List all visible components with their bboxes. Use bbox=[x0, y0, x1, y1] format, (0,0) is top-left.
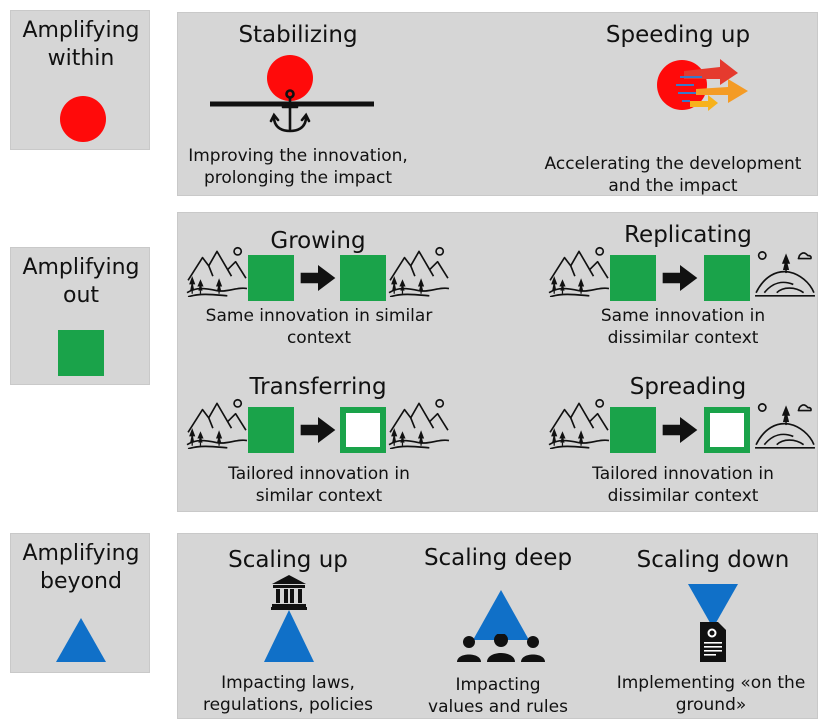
people-group-icon bbox=[457, 634, 545, 662]
arrow-right-icon bbox=[300, 265, 336, 291]
hills-icon bbox=[754, 397, 816, 449]
blue-triangle-icon bbox=[264, 610, 314, 662]
amplifying-out-panel: Amplifying out bbox=[10, 247, 150, 385]
scaling-deep-title: Scaling deep bbox=[423, 545, 573, 571]
within-panel: Stabilizing Improving the innovation, pr… bbox=[177, 12, 818, 196]
transferring-desc: Tailored innovation in similar context bbox=[228, 464, 410, 506]
green-outline-square-target bbox=[704, 407, 750, 453]
mountains-icon bbox=[186, 397, 248, 449]
green-square-source bbox=[248, 255, 294, 301]
amplifying-out-label: Amplifying out bbox=[22, 255, 140, 308]
arrow-right-icon bbox=[662, 417, 698, 443]
replicating-title: Replicating bbox=[624, 222, 752, 248]
mountains-icon bbox=[186, 245, 248, 297]
blue-inverted-triangle-icon bbox=[688, 584, 738, 628]
red-circle-icon bbox=[60, 96, 106, 142]
amplifying-within-label: Amplifying within bbox=[22, 18, 140, 71]
spreading-desc: Tailored innovation in dissimilar contex… bbox=[592, 464, 774, 506]
certificate-document-icon bbox=[700, 622, 726, 662]
government-building-icon bbox=[271, 575, 307, 610]
stabilizing-desc: Improving the innovation, prolonging the… bbox=[188, 146, 408, 188]
out-panel: Growing Same innovation in similar conte… bbox=[177, 212, 818, 512]
amplifying-beyond-panel: Amplifying beyond bbox=[10, 533, 150, 673]
mountains-icon bbox=[548, 397, 610, 449]
amplifying-beyond-label: Amplifying beyond bbox=[22, 541, 140, 594]
anchor-icon bbox=[210, 55, 374, 133]
green-square-target bbox=[340, 255, 386, 301]
speed-arrows-icon bbox=[657, 59, 748, 111]
growing-title: Growing bbox=[270, 228, 366, 254]
green-square-source bbox=[610, 407, 656, 453]
green-square-target bbox=[704, 255, 750, 301]
green-square-icon bbox=[58, 330, 104, 376]
speeding-up-desc: Accelerating the development and the imp… bbox=[544, 154, 802, 196]
arrow-right-icon bbox=[662, 265, 698, 291]
scaling-deep-desc: Impacting values and rules bbox=[428, 675, 568, 717]
mountains-icon bbox=[548, 245, 610, 297]
blue-triangle-icon bbox=[56, 618, 106, 662]
transferring-title: Transferring bbox=[249, 374, 387, 400]
amplifying-within-panel: Amplifying within bbox=[10, 10, 150, 150]
beyond-panel: Scaling up Impacting laws, regulations, … bbox=[177, 533, 818, 719]
green-outline-square-target bbox=[340, 407, 386, 453]
mountains-icon bbox=[388, 397, 450, 449]
hills-icon bbox=[754, 245, 816, 297]
growing-desc: Same innovation in similar context bbox=[205, 306, 433, 348]
speeding-up-title: Speeding up bbox=[605, 22, 751, 48]
spreading-title: Spreading bbox=[629, 374, 747, 400]
stabilizing-title: Stabilizing bbox=[238, 22, 358, 48]
replicating-desc: Same innovation in dissimilar context bbox=[600, 306, 766, 348]
mountains-icon bbox=[388, 245, 450, 297]
scaling-up-title: Scaling up bbox=[228, 547, 348, 573]
green-square-source bbox=[610, 255, 656, 301]
arrow-right-icon bbox=[300, 417, 336, 443]
blue-triangle-icon bbox=[473, 590, 529, 640]
green-square-source bbox=[248, 407, 294, 453]
scaling-up-desc: Impacting laws, regulations, policies bbox=[202, 673, 374, 715]
scaling-down-title: Scaling down bbox=[636, 547, 790, 573]
scaling-down-desc: Implementing «on the ground» bbox=[616, 673, 806, 715]
